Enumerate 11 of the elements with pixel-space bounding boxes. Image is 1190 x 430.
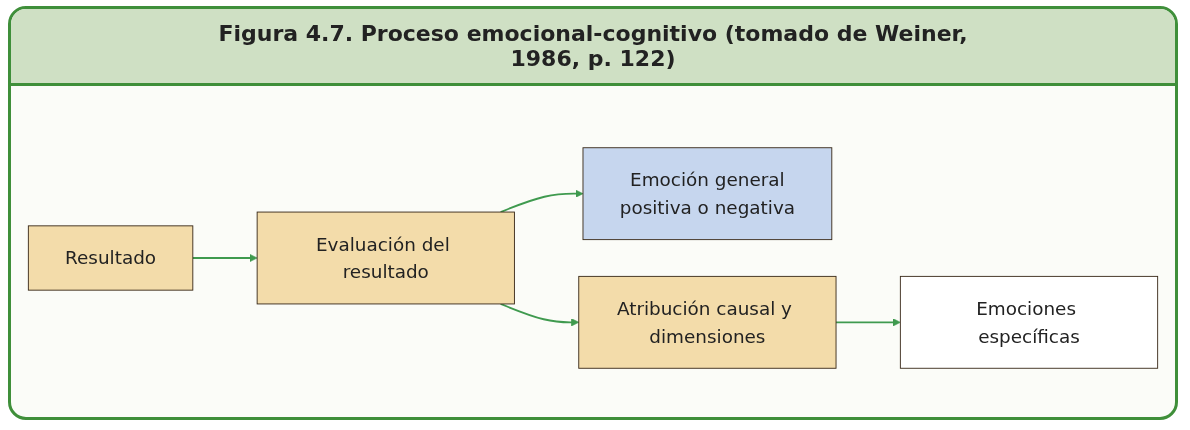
- node-box: [899, 275, 1159, 369]
- arrow: [499, 303, 580, 327]
- node-box: [256, 211, 515, 305]
- diagram-panel: Figura 4.7. Proceso emocional-cognitivo (tomado de Weiner, 1986, p. 122) Resultado Evaluación del resultado Emoción general positiva o negativa Atribución causal y dimensiones Emociones específicas: [8, 6, 1178, 420]
- figure-title: Figura 4.7. Proceso emocional-cognitivo (tomado de Weiner, 1986, p. 122): [11, 9, 1175, 86]
- node-box: [582, 147, 833, 241]
- node-box: [578, 275, 837, 369]
- arrow: [191, 253, 258, 263]
- node-box: [27, 225, 194, 291]
- arrow: [835, 318, 901, 327]
- arrow: [499, 189, 584, 213]
